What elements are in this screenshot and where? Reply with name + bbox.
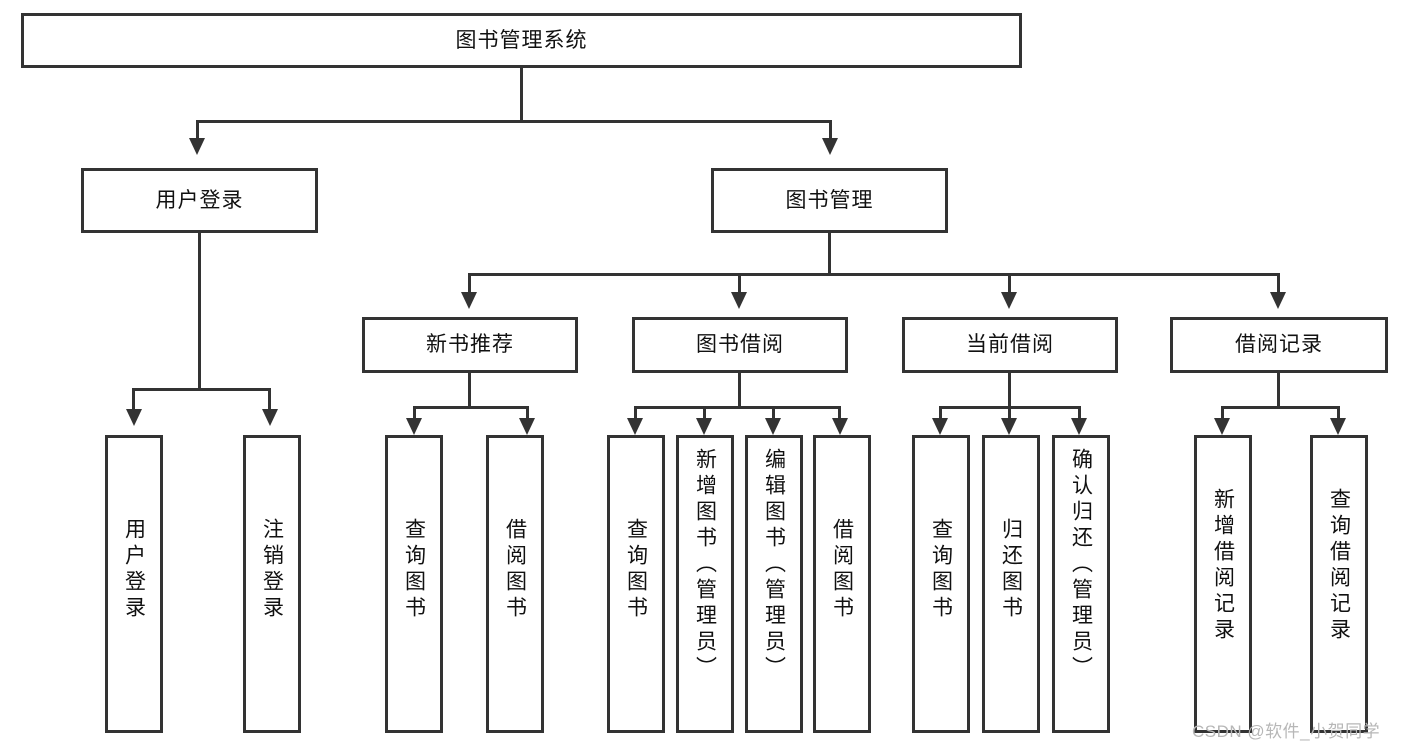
connector-userlogin-drop-2 [268, 388, 271, 410]
leaf-new-book-borrow[interactable]: 借阅图书 [486, 435, 544, 733]
connector-currentborrow-drop-3 [1078, 406, 1081, 420]
leaf-borrow-record-add[interactable]: 新增借阅记录 [1194, 435, 1252, 733]
node-label: 图书管理 [785, 188, 874, 212]
arrow-to-book-manage [822, 138, 838, 155]
connector-bookmgmt-bus [468, 273, 1280, 276]
node-root-system[interactable]: 图书管理系统 [21, 13, 1022, 68]
arrow-currentborrow-leaf-3 [1071, 418, 1087, 435]
node-label: 图书借阅 [696, 333, 784, 357]
arrow-newbook-leaf-1 [406, 418, 422, 435]
arrow-currentborrow-leaf-1 [932, 418, 948, 435]
leaf-label: 归还图书 [999, 518, 1023, 622]
connector-bookmgmt-stem [828, 233, 831, 275]
connector-currentborrow-stem [1008, 373, 1011, 408]
leaf-label: 确认归还（管理员） [1069, 448, 1093, 682]
connector-bookborrow-drop-2 [703, 406, 706, 420]
connector-bookborrow-drop-3 [772, 406, 775, 420]
leaf-label: 用户登录 [122, 518, 146, 622]
arrow-borrowrecord-leaf-2 [1330, 418, 1346, 435]
connector-newbook-stem [468, 373, 471, 408]
connector-root-drop-left [196, 120, 199, 140]
arrow-to-book-borrow [731, 292, 747, 309]
connector-borrowrecord-drop-1 [1221, 406, 1224, 420]
connector-root-stem [520, 68, 523, 122]
arrow-bookborrow-leaf-2 [696, 418, 712, 435]
arrow-to-user-login [189, 138, 205, 155]
leaf-label: 借阅图书 [830, 518, 854, 622]
arrow-newbook-leaf-2 [519, 418, 535, 435]
leaf-user-login-login[interactable]: 用户登录 [105, 435, 163, 733]
arrow-borrowrecord-leaf-1 [1214, 418, 1230, 435]
connector-newbook-bus [413, 406, 529, 409]
node-label: 用户登录 [155, 188, 244, 212]
arrow-userlogin-leaf-2 [262, 409, 278, 426]
csdn-watermark: CSDN @软件_小贺同学 [1192, 722, 1381, 741]
connector-bookborrow-drop-4 [838, 406, 841, 420]
leaf-label: 查询借阅记录 [1327, 488, 1351, 644]
node-borrow-record[interactable]: 借阅记录 [1170, 317, 1388, 373]
connector-bookborrow-drop-1 [634, 406, 637, 420]
connector-userlogin-bus [132, 388, 271, 391]
leaf-label: 查询图书 [929, 518, 953, 622]
leaf-label: 借阅图书 [503, 518, 527, 622]
arrow-to-borrow-record [1270, 292, 1286, 309]
connector-currentborrow-drop-2 [1008, 406, 1011, 420]
node-book-borrow[interactable]: 图书借阅 [632, 317, 848, 373]
connector-bookmgmt-drop-1 [468, 273, 471, 293]
leaf-label: 新增图书（管理员） [693, 448, 717, 682]
arrow-bookborrow-leaf-3 [765, 418, 781, 435]
arrow-to-current-borrow [1001, 292, 1017, 309]
connector-borrowrecord-drop-2 [1337, 406, 1340, 420]
arrow-bookborrow-leaf-1 [627, 418, 643, 435]
node-label: 当前借阅 [966, 333, 1054, 357]
connector-bookmgmt-drop-2 [738, 273, 741, 293]
connector-bookmgmt-drop-3 [1008, 273, 1011, 293]
leaf-borrow-record-query[interactable]: 查询借阅记录 [1310, 435, 1368, 733]
arrow-bookborrow-leaf-4 [832, 418, 848, 435]
node-label: 图书管理系统 [455, 28, 588, 52]
leaf-book-borrow-add[interactable]: 新增图书（管理员） [676, 435, 734, 733]
connector-root-bus [196, 120, 832, 123]
node-user-login[interactable]: 用户登录 [81, 168, 318, 233]
arrow-userlogin-leaf-1 [126, 409, 142, 426]
node-book-management[interactable]: 图书管理 [711, 168, 948, 233]
connector-borrowrecord-stem [1277, 373, 1280, 408]
arrow-to-new-book [461, 292, 477, 309]
connector-borrowrecord-bus [1221, 406, 1340, 409]
leaf-current-borrow-query[interactable]: 查询图书 [912, 435, 970, 733]
connector-newbook-drop-2 [526, 406, 529, 420]
leaf-label: 新增借阅记录 [1211, 488, 1235, 644]
leaf-book-borrow-borrow[interactable]: 借阅图书 [813, 435, 871, 733]
connector-bookmgmt-drop-4 [1277, 273, 1280, 293]
leaf-new-book-query[interactable]: 查询图书 [385, 435, 443, 733]
node-new-book-recommend[interactable]: 新书推荐 [362, 317, 578, 373]
node-label: 借阅记录 [1235, 333, 1323, 357]
connector-root-drop-right [829, 120, 832, 140]
arrow-currentborrow-leaf-2 [1001, 418, 1017, 435]
leaf-user-login-logout[interactable]: 注销登录 [243, 435, 301, 733]
leaf-label: 查询图书 [402, 518, 426, 622]
connector-bookborrow-stem [738, 373, 741, 408]
leaf-label: 注销登录 [260, 518, 284, 622]
leaf-current-borrow-confirm[interactable]: 确认归还（管理员） [1052, 435, 1110, 733]
leaf-label: 查询图书 [624, 518, 648, 622]
connector-newbook-drop-1 [413, 406, 416, 420]
connector-currentborrow-drop-1 [939, 406, 942, 420]
leaf-label: 编辑图书（管理员） [762, 448, 786, 682]
node-current-borrow[interactable]: 当前借阅 [902, 317, 1118, 373]
node-label: 新书推荐 [426, 333, 514, 357]
connector-bookborrow-bus [634, 406, 841, 409]
leaf-book-borrow-query[interactable]: 查询图书 [607, 435, 665, 733]
leaf-current-borrow-return[interactable]: 归还图书 [982, 435, 1040, 733]
leaf-book-borrow-edit[interactable]: 编辑图书（管理员） [745, 435, 803, 733]
connector-userlogin-drop-1 [132, 388, 135, 410]
connector-userlogin-stem [198, 233, 201, 390]
